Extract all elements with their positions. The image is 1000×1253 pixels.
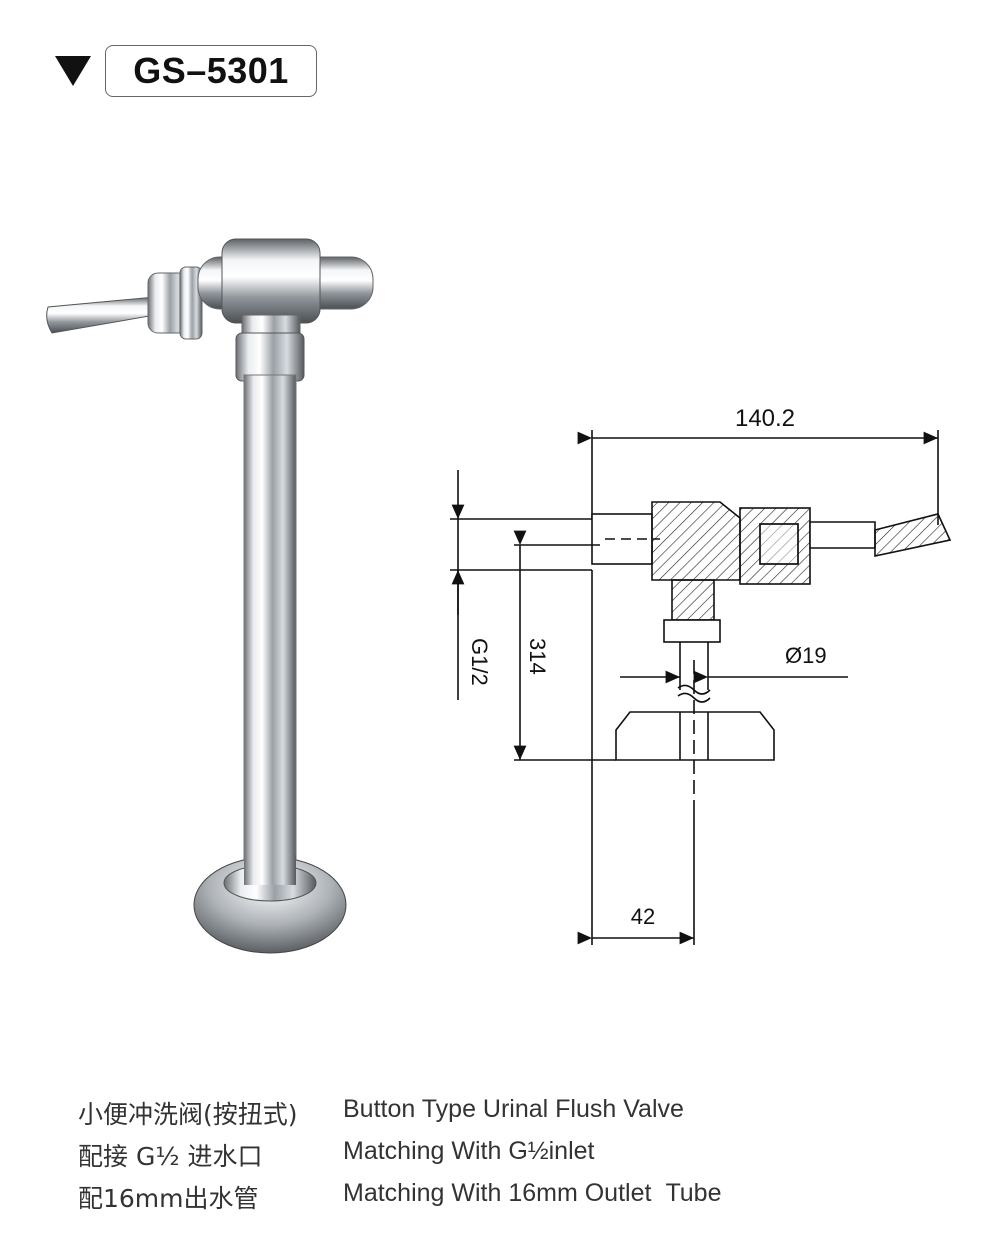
outlet-tube xyxy=(243,374,297,876)
spec-list: 小便冲洗阀(按扭式) Button Type Urinal Flush Valv… xyxy=(78,1095,978,1221)
spec-english-text: Button Type Urinal Flush Valve xyxy=(343,1095,684,1123)
spec-english-extra: Tube xyxy=(665,1179,722,1207)
model-label-box: GS–5301 xyxy=(105,45,317,97)
section-drawing: 140.2 G1/2 314 Ø19 42 xyxy=(450,405,952,945)
lever-section xyxy=(874,513,952,557)
model-number: GS–5301 xyxy=(133,50,289,91)
body-hex-nut xyxy=(221,238,321,324)
valve-section xyxy=(651,501,741,581)
spec-english: Matching With 16mm Outlet Tube xyxy=(343,1179,722,1208)
lever-handle xyxy=(46,296,156,334)
flush-valve-illustration xyxy=(46,238,374,954)
spec-english: Button Type Urinal Flush Valve xyxy=(343,1095,684,1124)
spec-chinese: 小便冲洗阀(按扭式) xyxy=(78,1100,298,1129)
model-header: GS–5301 xyxy=(55,44,317,98)
handle-collar xyxy=(179,266,203,340)
triangle-marker-icon xyxy=(55,56,91,86)
spec-chinese: 配接 G½ 进水口 xyxy=(78,1142,263,1171)
spec-row: 小便冲洗阀(按扭式) Button Type Urinal Flush Valv… xyxy=(78,1095,978,1137)
technical-drawing: 140.2 G1/2 314 Ø19 42 xyxy=(430,390,980,960)
spec-english-text: Matching With 16mm Outlet xyxy=(343,1179,652,1207)
spec-row: 配16mm出水管 Matching With 16mm Outlet Tube xyxy=(78,1179,978,1221)
spec-chinese: 配16mm出水管 xyxy=(78,1184,259,1213)
spec-english-text: Matching With G½inlet xyxy=(343,1137,595,1165)
product-image xyxy=(30,215,430,975)
dim-label-thread: G1/2 xyxy=(467,638,492,686)
spec-english: Matching With G½inlet xyxy=(343,1137,595,1166)
flange-section xyxy=(615,711,775,761)
dim-label-height: 314 xyxy=(525,638,550,675)
dim-label-diameter: Ø19 xyxy=(785,643,827,668)
pipe-nut xyxy=(235,332,305,382)
dim-label-base: 42 xyxy=(631,904,655,929)
spec-row: 配接 G½ 进水口 Matching With G½inlet xyxy=(78,1137,978,1179)
dim-label-width: 140.2 xyxy=(735,405,795,432)
